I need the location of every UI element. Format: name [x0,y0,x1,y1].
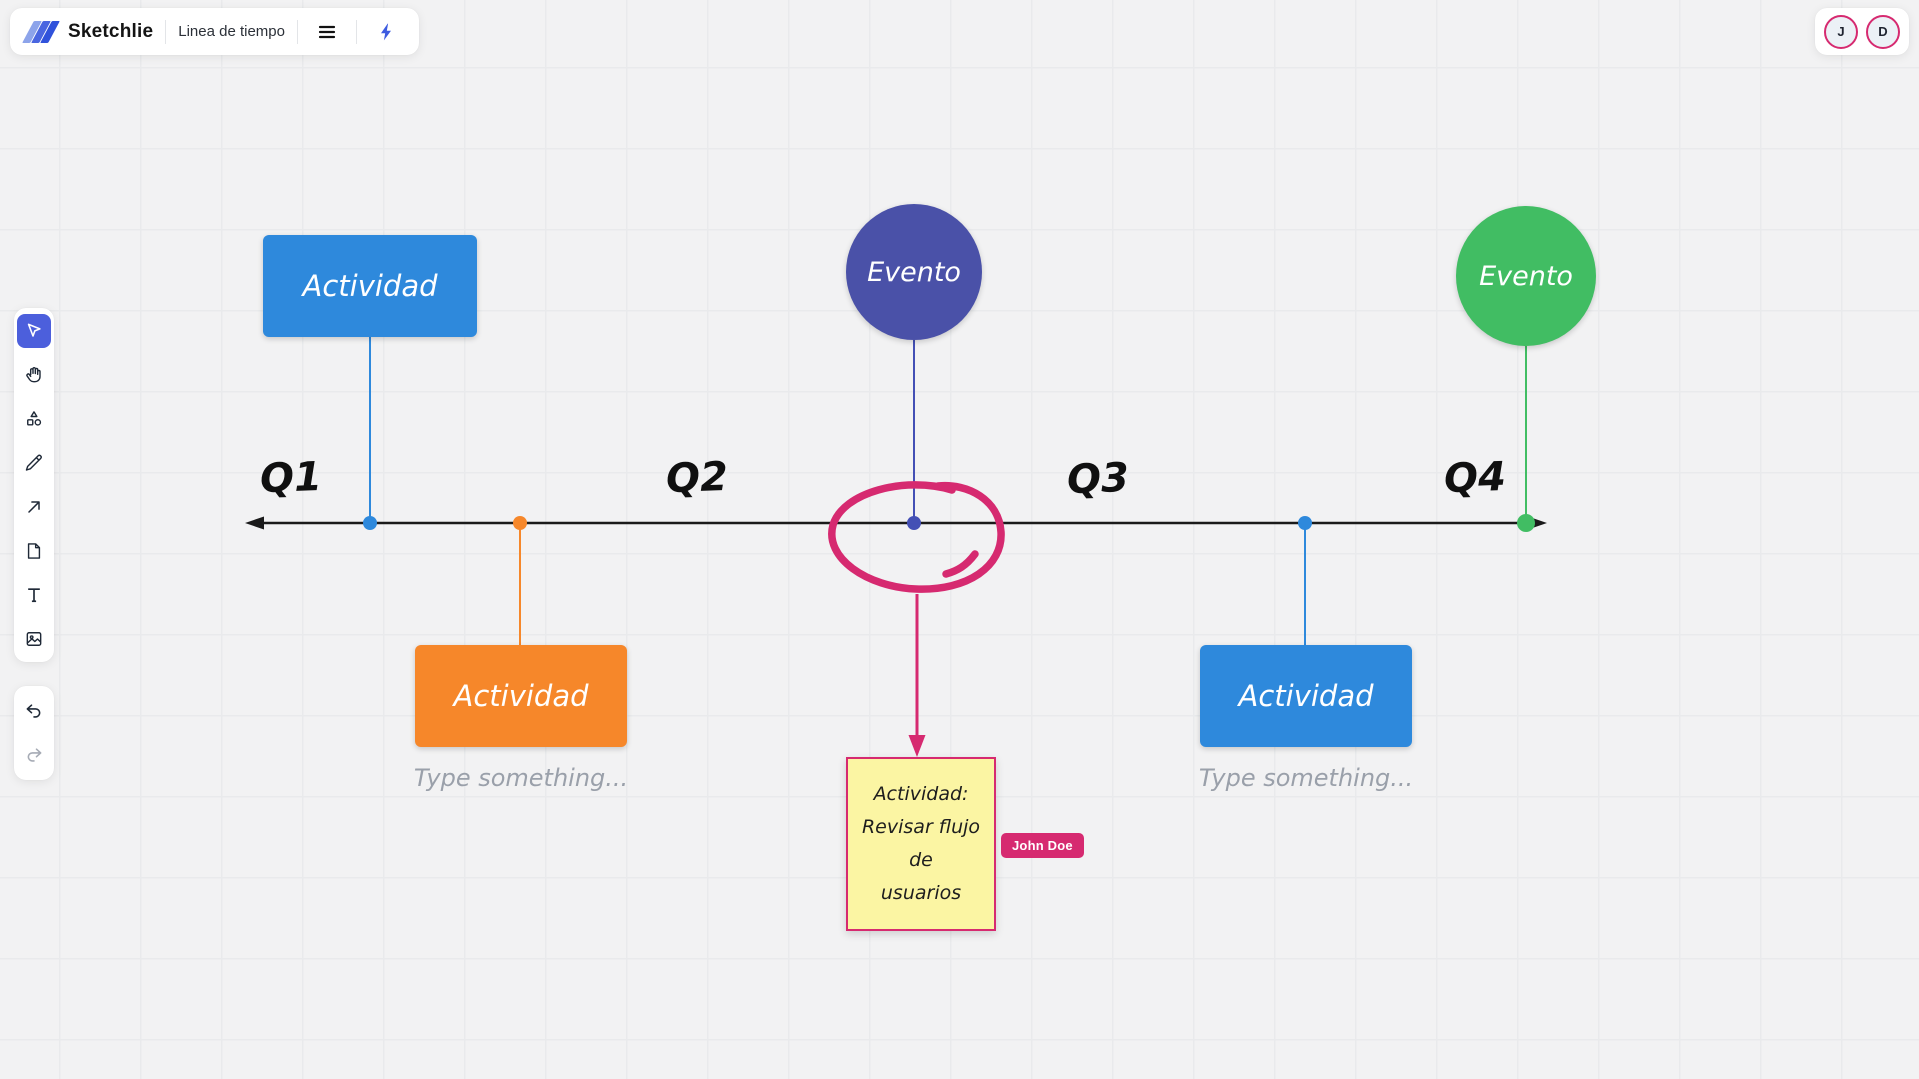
arrow-icon [28,501,40,513]
sticky-note[interactable]: Actividad: Revisar flujo de usuarios [846,757,996,931]
timeline-quarter-label[interactable]: Q1 [259,453,323,503]
tool-shapes[interactable] [17,402,51,436]
sticky-note-line: usuarios [880,882,962,905]
timeline-quarter-label[interactable]: Q3 [1066,454,1130,504]
avatar[interactable]: D [1866,14,1900,49]
boost-button[interactable] [369,15,403,49]
timeline-quarter-label[interactable]: Q4 [1443,453,1507,503]
tool-note[interactable] [17,534,51,568]
redo-button[interactable] [17,738,51,772]
text-placeholder[interactable]: Type something... [413,764,629,792]
collaborator-avatars: J D [1815,8,1909,55]
app-name: Sketchlie [68,20,154,42]
event-shape[interactable]: Evento [846,204,982,340]
tool-text[interactable] [17,578,51,612]
tool-image[interactable] [17,622,51,656]
select-cursor-icon [27,323,41,337]
highlight-ellipse-drawing[interactable] [828,481,1005,593]
event-shape[interactable]: Evento [1456,206,1596,346]
undo-icon [26,704,41,718]
timeline-marker-dot[interactable] [1517,514,1535,532]
timeline-quarter-label[interactable]: Q2 [665,453,729,503]
divider [165,19,167,44]
lightning-boost-icon [380,23,391,40]
timeline-arrowhead-left [245,516,264,530]
history-controls [14,686,54,780]
image-icon [26,632,42,646]
timeline-marker-dot[interactable] [1298,516,1312,530]
timeline-marker-dot[interactable] [513,516,527,530]
note-page-icon [27,543,41,559]
timeline-arrowhead-right [1528,516,1547,530]
text-icon [28,588,40,603]
main-menu-button[interactable] [310,15,344,49]
pencil-icon [25,454,42,471]
tool-pencil[interactable] [17,446,51,480]
timeline-marker-dot[interactable] [907,516,921,530]
hamburger-menu-icon [318,25,336,38]
sticky-note-line: Revisar flujo de [861,815,981,871]
collaborator-name-tag: John Doe [1001,833,1084,858]
divider [355,19,357,44]
highlight-ellipse-stroke-end [942,550,979,578]
hand-icon [26,367,41,383]
avatar[interactable]: J [1824,14,1858,49]
shapes-icon [27,411,42,426]
tool-hand[interactable] [17,358,51,392]
divider [296,19,298,44]
undo-button[interactable] [17,694,51,728]
activity-shape[interactable]: Actividad [415,645,627,747]
timeline-marker-dot[interactable] [363,516,377,530]
sticky-note-line: Actividad: [873,782,969,805]
tool-palette [14,308,54,662]
sketchlie-logo-icon [22,20,60,43]
redo-icon [27,748,42,762]
board-title[interactable]: Linea de tiempo [178,23,285,40]
app-header: Sketchlie Linea de tiempo [10,8,419,55]
text-placeholder[interactable]: Type something... [1198,764,1414,792]
tool-arrow[interactable] [17,490,51,524]
activity-shape[interactable]: Actividad [1200,645,1412,747]
annotation-arrowhead [908,735,926,757]
activity-shape[interactable]: Actividad [263,235,477,337]
tool-select[interactable] [17,314,51,348]
